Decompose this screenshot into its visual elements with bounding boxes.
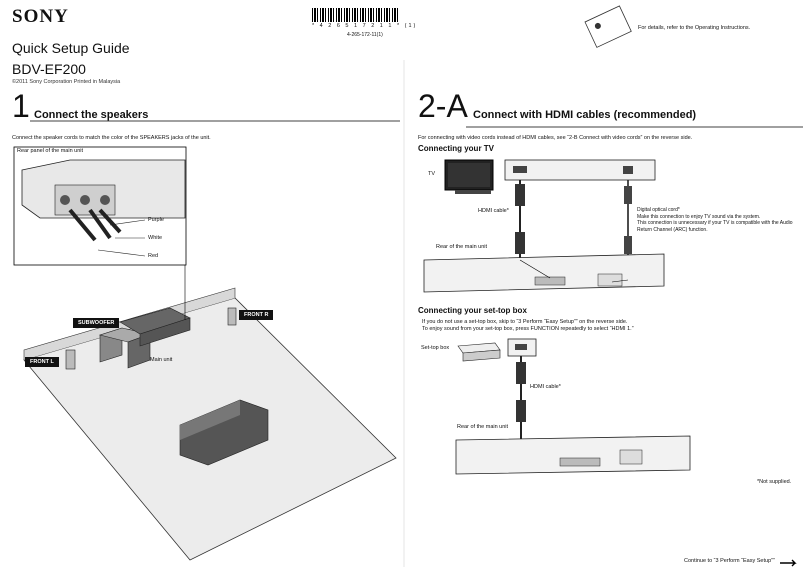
not-supplied-note: *Not supplied. [757, 479, 792, 485]
stb-label: Set-top box [421, 345, 450, 351]
rear-panel-label: Rear panel of the main unit [17, 148, 84, 154]
stb-note-1: If you do not use a set-top box, skip to… [422, 319, 628, 325]
stb-note-2: To enjoy sound from your set-top box, pr… [422, 326, 634, 332]
tv-heading: Connecting your TV [418, 144, 494, 153]
main-unit-label: Main unit [150, 357, 173, 363]
optical-cord-title: Digital optical cord* [637, 207, 680, 213]
front-l-label: FRONT L [25, 357, 59, 367]
speaker-instruction: Connect the speaker cords to match the c… [12, 135, 211, 141]
model-name: BDV-EF200 [12, 61, 86, 77]
part-number: 4-265-172-11(1) [347, 32, 383, 38]
rear-main-unit-label: Rear of the main unit [436, 244, 488, 250]
color-purple: Purple [148, 217, 164, 223]
hdmi-cable-2-label: HDMI cable* [530, 384, 561, 390]
optical-cord-label: Digital optical cord* Make this connecti… [637, 207, 802, 233]
rear-main-unit-2-label: Rear of the main unit [457, 424, 509, 430]
details-note: For details, refer to the Operating Inst… [638, 25, 751, 31]
section-1-number: 1 [12, 88, 30, 124]
hdmi-intro: For connecting with video cords instead … [418, 135, 693, 141]
section-2a-number: 2-A [418, 88, 468, 124]
guide-title: Quick Setup Guide [12, 40, 130, 56]
tv-label: TV [428, 171, 436, 177]
subwoofer-label: SUBWOOFER [73, 318, 120, 328]
color-white: White [148, 235, 163, 241]
brand-logo: SONY [12, 6, 69, 27]
optical-note-2: This connection is unnecessary if your T… [637, 220, 793, 233]
barcode [312, 8, 400, 22]
section-1-title: Connect the speakers [34, 109, 149, 121]
section-2a-title: Connect with HDMI cables (recommended) [473, 109, 697, 121]
color-red: Red [148, 253, 159, 259]
barcode-number: * 4 2 6 5 1 7 2 1 1 * (1) [312, 23, 418, 29]
hdmi-cable-label: HDMI cable* [478, 208, 509, 214]
stb-heading: Connecting your set-top box [418, 306, 527, 315]
front-r-label: FRONT R [239, 310, 274, 320]
copyright: ©2011 Sony Corporation Printed in Malays… [12, 79, 121, 85]
continue-note: Continue to “3 Perform “Easy Setup”” [684, 558, 775, 564]
optical-note-1: Make this connection to enjoy TV sound v… [637, 213, 761, 220]
